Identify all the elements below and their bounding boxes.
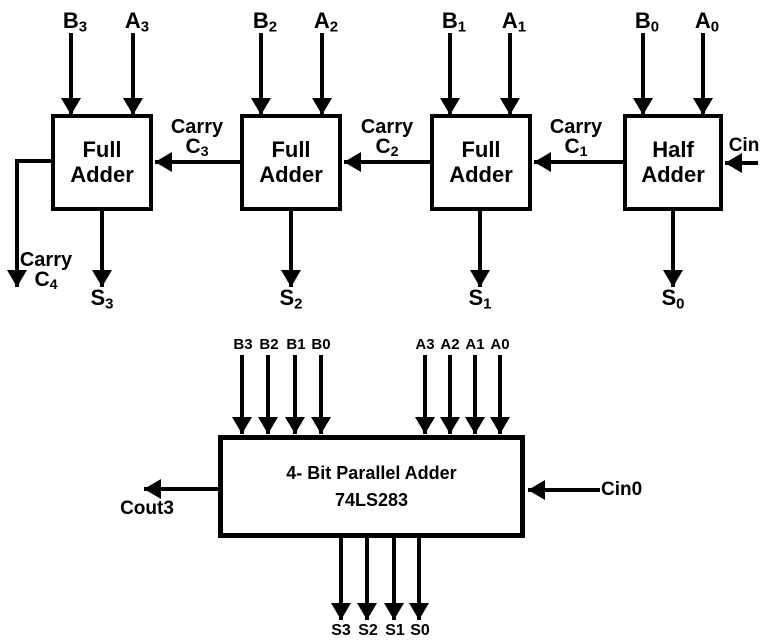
chip-input-label-b3: B3 bbox=[233, 336, 253, 353]
half-adder-bit0-line2: Adder bbox=[641, 161, 705, 187]
input-label-b3: B3 bbox=[62, 8, 88, 36]
carry-c3-label: Carry C3 bbox=[170, 116, 224, 161]
full-adder-bit3: Full Adder bbox=[51, 114, 153, 211]
full-adder-bit3-line1: Full bbox=[82, 136, 122, 162]
half-adder-bit0-line1: Half bbox=[652, 136, 694, 162]
full-adder-bit1: Full Adder bbox=[430, 114, 532, 211]
parallel-adder-chip: 4- Bit Parallel Adder 74LS283 bbox=[218, 435, 525, 538]
cin0-label: Cin0 bbox=[601, 479, 643, 500]
chip-input-label-a0: A0 bbox=[490, 336, 510, 353]
chip-input-label-b1: B1 bbox=[286, 336, 306, 353]
cout3-label: Cout3 bbox=[120, 498, 174, 519]
input-label-b1: B1 bbox=[441, 8, 467, 36]
full-adder-bit1-line1: Full bbox=[461, 136, 501, 162]
chip-output-label-s1: S1 bbox=[385, 622, 405, 639]
full-adder-bit3-line2: Adder bbox=[70, 161, 134, 187]
chip-input-label-b0: B0 bbox=[311, 336, 331, 353]
carry-out-label-c4: Carry C4 bbox=[19, 249, 73, 294]
full-adder-bit2-line2: Adder bbox=[259, 161, 323, 187]
chip-input-label-a3: A3 bbox=[415, 336, 435, 353]
chip-output-label-s0: S0 bbox=[410, 622, 430, 639]
chip-title-line2: 74LS283 bbox=[334, 489, 409, 510]
chip-title-line1: 4- Bit Parallel Adder bbox=[286, 463, 457, 484]
chip-output-label-s2: S2 bbox=[358, 622, 378, 639]
input-label-b2: B2 bbox=[252, 8, 278, 36]
full-adder-bit1-line2: Adder bbox=[449, 161, 513, 187]
chip-input-label-a2: A2 bbox=[440, 336, 460, 353]
input-label-a3: A3 bbox=[124, 8, 150, 36]
input-label-a2: A2 bbox=[313, 8, 339, 36]
chip-input-label-a1: A1 bbox=[465, 336, 485, 353]
chip-output-label-s3: S3 bbox=[331, 622, 351, 639]
input-label-a0: A0 bbox=[694, 8, 720, 36]
carry-c2-label: Carry C2 bbox=[360, 116, 414, 161]
chip-input-label-b2: B2 bbox=[259, 336, 279, 353]
sum-label-s1: S1 bbox=[468, 285, 492, 313]
full-adder-bit2: Full Adder bbox=[240, 114, 342, 211]
sum-label-s0: S0 bbox=[661, 285, 685, 313]
input-label-b0: B0 bbox=[634, 8, 660, 36]
sum-label-s3: S3 bbox=[90, 285, 114, 313]
full-adder-bit2-line1: Full bbox=[271, 136, 311, 162]
input-label-a1: A1 bbox=[501, 8, 527, 36]
carry-c1-label: Carry C1 bbox=[549, 116, 603, 161]
half-adder-bit0: Half Adder bbox=[623, 114, 723, 211]
cin-label: Cin bbox=[728, 135, 760, 156]
sum-label-s2: S2 bbox=[279, 285, 303, 313]
carry-out-arrow-c4 bbox=[7, 159, 51, 287]
